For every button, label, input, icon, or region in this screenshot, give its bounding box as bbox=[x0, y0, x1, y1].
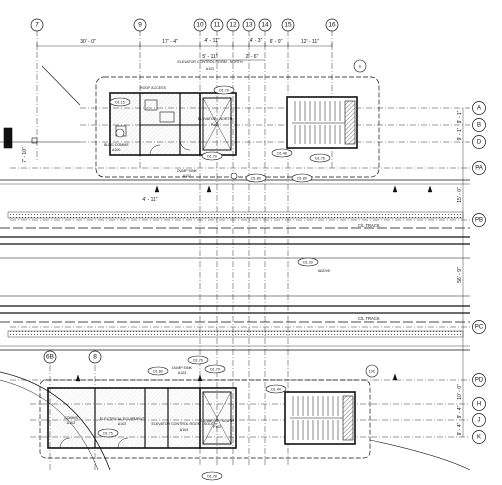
tag-elevator-north: P101 bbox=[211, 123, 219, 127]
dim-7-9: 30' - 0" bbox=[80, 39, 96, 45]
dim-9-10: 17' - 4" bbox=[162, 39, 178, 45]
dim-j-k: 9' - 4" bbox=[457, 422, 463, 435]
label-dump-sink-north: DUMP SINK bbox=[177, 169, 198, 173]
marker-lower: 10C bbox=[369, 370, 376, 374]
callout-tag: D1.79 bbox=[210, 368, 220, 372]
lower-building bbox=[0, 371, 471, 471]
tag-comms: A103 bbox=[67, 421, 75, 425]
callout-tag: D1.15 bbox=[115, 101, 125, 105]
callout-tag: D1.76 bbox=[193, 359, 203, 363]
top-dimension-text: 30' - 0" 17' - 4" 4' - 11" 5' - 11" 4' -… bbox=[80, 38, 319, 60]
grid-label-15: 15 bbox=[284, 22, 292, 29]
dim-h-j: 9' - 4" bbox=[457, 405, 463, 418]
dim-13-14: 4' - 3" bbox=[250, 38, 263, 44]
callout-tag: D1.80 bbox=[153, 370, 163, 374]
dim-12-14: 2' - 6" bbox=[246, 54, 259, 60]
callout-tag: D1.75 bbox=[103, 432, 113, 436]
row-bubbles bbox=[472, 101, 486, 444]
grid-label-h: H bbox=[477, 402, 481, 408]
grid-label-13: 13 bbox=[245, 22, 253, 29]
dim-pd-h: 10' - 0" bbox=[457, 384, 463, 400]
upper-building bbox=[95, 76, 380, 178]
drain-icons bbox=[75, 185, 433, 382]
grid-label-8: 8 bbox=[93, 354, 97, 361]
tag-elev-ctrl-north: A102 bbox=[206, 67, 214, 71]
dim-a-b: 9' - 1" bbox=[457, 110, 463, 123]
grid-label-pd: PD bbox=[475, 378, 484, 384]
tag-dump-sink-south: A103 bbox=[178, 371, 186, 375]
dim-14-15: 6' - 0" bbox=[270, 39, 283, 45]
tag-electrical: A102 bbox=[118, 422, 126, 426]
dim-10-11: 5' - 11" bbox=[202, 54, 217, 60]
row-bubble-labels: A B D PA PB PC PD H J K bbox=[475, 106, 484, 441]
left-existing-structure bbox=[0, 65, 81, 149]
dim-10-12: 4' - 11" bbox=[204, 38, 219, 44]
dim-b-d: 9' - 1" bbox=[457, 127, 463, 140]
grid-label-12: 12 bbox=[229, 22, 237, 29]
grid-label-16: 16 bbox=[328, 22, 336, 29]
dim-pb-pc: 56' - 9" bbox=[457, 267, 463, 283]
label-cl-track-bottom: C/L TRACK bbox=[358, 316, 380, 321]
grid-label-pa: PA bbox=[475, 166, 483, 172]
label-elev-ctrl-north: ELEVATOR CONTROL ROOM - NORTH bbox=[177, 60, 242, 64]
dim-under-upper: 4' - 11" bbox=[142, 197, 157, 203]
callout-tag: D1.80 bbox=[297, 177, 307, 181]
detail-callout-text: D1.15 D1.79 D1.79 D1.48 D1.76 D1.80 D1.8… bbox=[103, 89, 325, 479]
column-bubble-labels: 7 9 10 11 12 13 14 15 16 6B 8 bbox=[35, 22, 336, 361]
callout-tag: D1.78 bbox=[207, 475, 217, 479]
grid-label-k: K bbox=[477, 435, 481, 441]
label-electrical: ELECTRICAL EQUIPMENT bbox=[100, 417, 145, 421]
grid-label-j: J bbox=[478, 418, 481, 424]
grid-label-7: 7 bbox=[35, 22, 39, 29]
section-markers bbox=[115, 59, 379, 378]
side-dimension-text: 9' - 1" 9' - 1" 15' - 0" 56' - 9" 10' - … bbox=[457, 110, 463, 435]
callout-tag: D1.48 bbox=[277, 152, 287, 156]
tag-dump-sink-north: A102 bbox=[183, 174, 191, 178]
grid-label-9: 9 bbox=[138, 22, 142, 29]
callout-tag: D1.79 bbox=[219, 89, 229, 93]
tag-elev-ctrl-south: A104 bbox=[180, 428, 188, 432]
grid-label-14: 14 bbox=[261, 22, 269, 29]
grid-label-pb: PB bbox=[475, 218, 483, 224]
grid-label-6b: 6B bbox=[46, 354, 54, 361]
callout-tag: D1.80 bbox=[251, 177, 261, 181]
column-bubbles bbox=[30, 18, 339, 364]
label-elev-ctrl-south: ELEVATOR CONTROL ROOM - SOUTH bbox=[152, 422, 217, 426]
tag-elevator-south: P102 bbox=[213, 425, 221, 429]
label-cl-track-top: C/L TRACK bbox=[358, 223, 380, 228]
grid-label-a: A bbox=[477, 106, 481, 112]
grid-label-d: D bbox=[477, 140, 482, 146]
callout-tag: D1.44 bbox=[271, 388, 281, 392]
label-comms: COMMS bbox=[64, 416, 78, 420]
label-above: ABOVE bbox=[318, 269, 331, 273]
dim-left-vertical: 7' - 10" bbox=[22, 147, 28, 163]
dim-15-16: 12' - 11" bbox=[301, 39, 319, 45]
marker-upper: U bbox=[359, 65, 362, 69]
tag-bldg-comms: A100 bbox=[112, 148, 120, 152]
label-bldg-comms: BLDG COMMS bbox=[104, 143, 129, 147]
grid-label-10: 10 bbox=[196, 22, 204, 29]
lower-room-labels: COMMS A103 ELECTRICAL EQUIPMENT A102 ELE… bbox=[64, 366, 234, 432]
top-dimension-lines bbox=[36, 43, 333, 61]
label-roof-access: ROOF ACCESS bbox=[140, 86, 167, 90]
callout-tag: D1.76 bbox=[315, 157, 325, 161]
label-elevator-south: ELEVATOR - SOUTH bbox=[200, 419, 235, 423]
grid-label-pc: PC bbox=[475, 325, 484, 331]
label-dump-sink-south: DUMP SINK bbox=[172, 366, 193, 370]
grid-label-b: B bbox=[477, 123, 481, 129]
track-band bbox=[0, 179, 470, 351]
upper-room-labels: ROOF ACCESS ELEVATOR CONTROL ROOM - NORT… bbox=[104, 60, 243, 178]
label-elevator-north: ELEVATOR - NORTH bbox=[198, 117, 233, 121]
callout-tag: D1.79 bbox=[207, 155, 217, 159]
callout-tag: D1.29 bbox=[303, 261, 313, 265]
dim-d-pa: 15' - 0" bbox=[457, 187, 463, 203]
row-grid-lines bbox=[10, 107, 470, 438]
detail-callout-ovals bbox=[97, 85, 331, 481]
grid-label-11: 11 bbox=[214, 22, 221, 29]
